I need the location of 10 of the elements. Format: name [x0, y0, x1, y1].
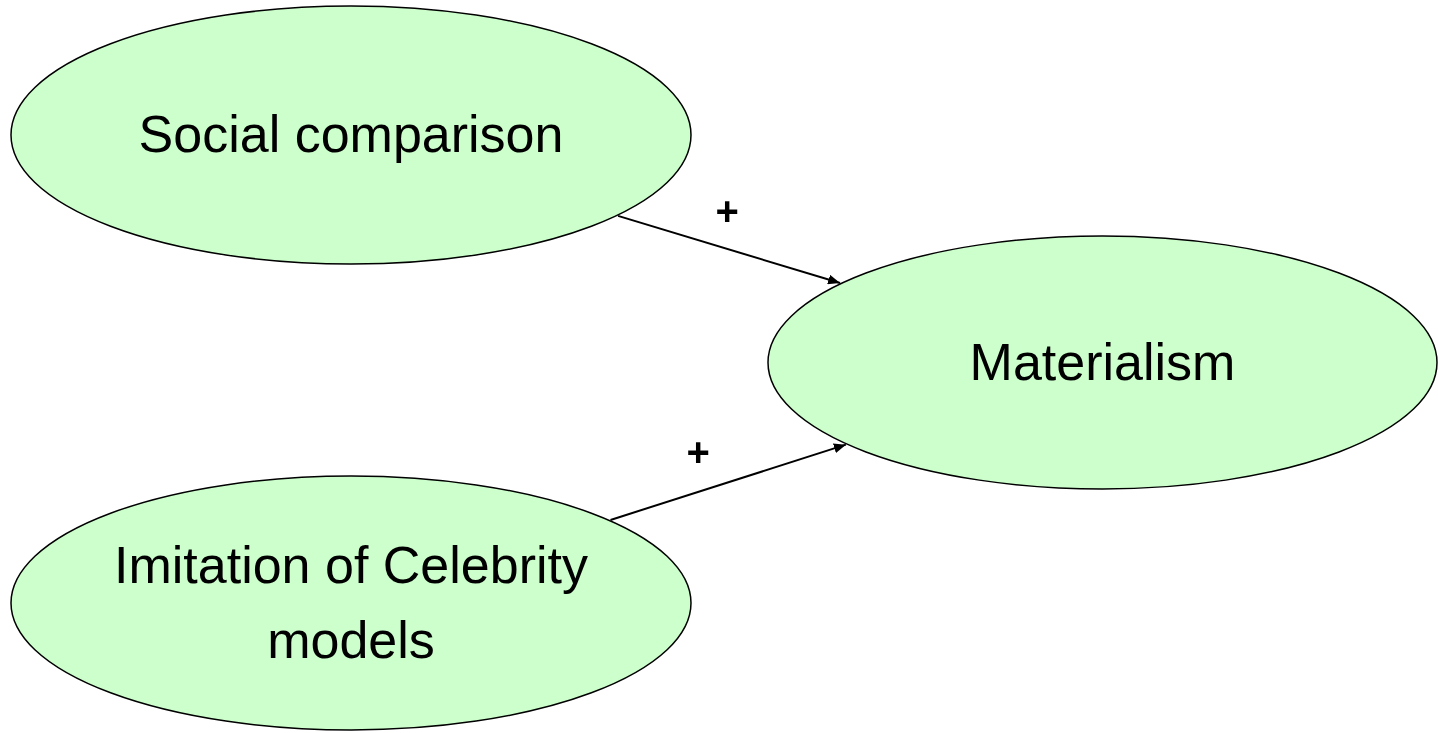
node-label: Imitation of Celebrity models — [113, 534, 589, 671]
node-label: Social comparison — [138, 104, 564, 166]
edge-label: + — [715, 191, 739, 232]
ellipse-node — [767, 235, 1438, 490]
arrow — [617, 214, 842, 285]
node-label: Materialism — [969, 331, 1236, 393]
arrow — [609, 443, 847, 521]
ellipse-node — [10, 5, 692, 265]
edge-label: + — [686, 432, 710, 473]
ellipse-node — [10, 475, 692, 731]
